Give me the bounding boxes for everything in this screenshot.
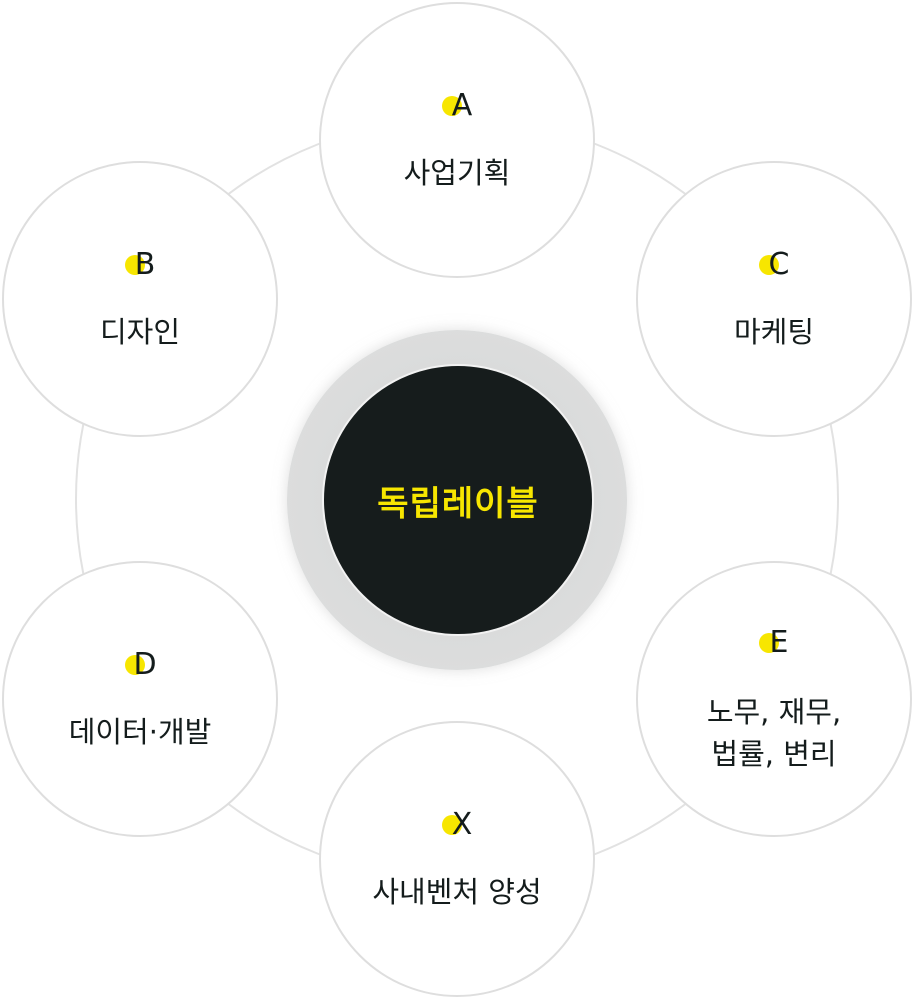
node-label: 사업기획 [403, 156, 511, 190]
node-letter: E [769, 625, 789, 660]
node-label: 사내벤처 양성 [372, 875, 542, 909]
node-label: 마케팅 [733, 315, 815, 349]
center-circle: 독립레이블 [322, 364, 594, 636]
yellow-dot-icon [125, 655, 145, 675]
node-letter: A [451, 88, 473, 123]
node-letter: D [133, 647, 157, 682]
node-a: A 사업기획 [319, 2, 595, 278]
node-b: B 디자인 [2, 161, 278, 437]
node-letter: B [134, 247, 156, 282]
center-title: 독립레이블 [377, 483, 539, 524]
node-letter: X [451, 807, 473, 842]
node-letter: C [768, 247, 790, 282]
yellow-dot-icon [759, 633, 779, 653]
node-e: E 노무, 재무, 법률, 변리 [636, 561, 912, 837]
node-label: 디자인 [99, 315, 181, 349]
yellow-dot-icon [759, 255, 779, 275]
yellow-dot-icon [125, 255, 145, 275]
yellow-dot-icon [442, 96, 462, 116]
node-d: D 데이터·개발 [2, 561, 278, 837]
node-label: 노무, 재무, 법률, 변리 [706, 695, 842, 771]
node-label: 데이터·개발 [68, 715, 212, 749]
yellow-dot-icon [442, 815, 462, 835]
node-c: C 마케팅 [636, 161, 912, 437]
node-x: X 사내벤처 양성 [319, 721, 595, 997]
